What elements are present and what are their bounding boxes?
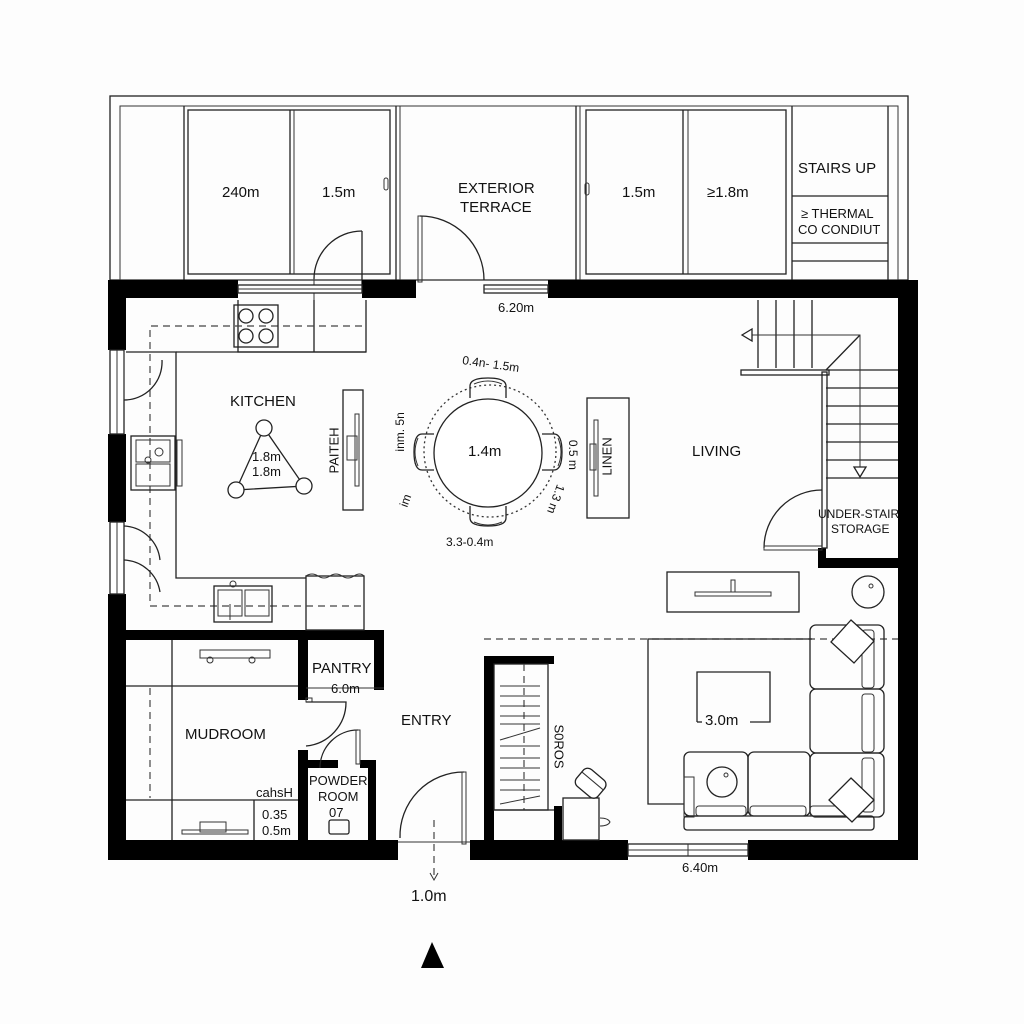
prep-sink-icon: [130, 435, 183, 491]
terrace-panel-4-dim: ≥1.8m: [707, 184, 749, 201]
dining-clearance-bottom: 3.3-0.4m: [446, 535, 494, 549]
triangle-dim-2: 1.8m: [252, 464, 281, 479]
powder-room-line2: ROOM: [318, 789, 359, 804]
dining-table: [413, 377, 563, 527]
mudroom-label: MUDROOM: [185, 726, 266, 743]
powder-room-sink-icon: [328, 819, 350, 835]
interior-walls: [126, 548, 898, 840]
linen-label: LINEN: [599, 437, 615, 476]
powder-room-door: [319, 729, 361, 769]
pantry-door: [305, 687, 384, 747]
mudroom-dim-2: 0.5m: [262, 823, 291, 838]
rug-dim: 3.0m: [705, 712, 739, 729]
powder-room-line1: POWDER: [309, 773, 368, 788]
cooktop-icon: [233, 304, 279, 348]
powder-room-number: 07: [329, 805, 344, 820]
triangle-dim-1: 1.8m: [252, 449, 281, 464]
kitchen-label: KITCHEN: [230, 393, 296, 410]
closet-label: S0ROS: [551, 724, 567, 769]
work-triangle: [227, 419, 313, 499]
tv-console: [666, 571, 800, 613]
sectional-sofa: [683, 619, 885, 831]
pantry-dim: 6.0m: [331, 681, 360, 696]
pantry-cabinet: [342, 389, 364, 511]
under-stair-door: [763, 489, 823, 551]
terrace-panel-1-dim: 240m: [222, 184, 260, 201]
entry-door-dim: 1.0m: [411, 888, 447, 905]
dining-clearance-right: 0.5 m: [565, 439, 580, 470]
terrace-panel-2-dim: 1.5m: [322, 184, 356, 201]
entry-label: ENTRY: [401, 712, 452, 729]
entry-door: [398, 771, 470, 882]
thermal-label-line1: ≥ THERMAL: [801, 206, 874, 221]
top-opening-dim: 6.20m: [498, 300, 535, 315]
kitchen-counters: [126, 300, 367, 631]
north-arrow-icon: [421, 942, 444, 968]
pantry-label: PANTRY: [312, 660, 372, 677]
terrace-door-center: [417, 215, 485, 283]
under-stair-line1: UNDER-STAIR: [818, 507, 900, 521]
mudroom-cabinet-label: cahsH: [256, 785, 293, 800]
bottom-window-dim: 6.40m: [682, 860, 719, 875]
exterior-walls: [108, 280, 918, 860]
linen-cabinet: [586, 397, 630, 519]
dining-clearance-left: inm. 5n: [393, 412, 408, 452]
thermal-label-line2: CO CONDIUT: [798, 222, 881, 237]
mudroom-built-ins: [126, 640, 298, 840]
terrace-label-line2: TERRACE: [460, 199, 532, 216]
terrace-frame: [109, 95, 909, 281]
living-label: LIVING: [692, 443, 742, 460]
double-sink-icon: [213, 580, 273, 623]
mudroom-dim-1: 0.35: [262, 807, 288, 822]
staircase: [740, 300, 898, 549]
kitchen-side-door-top: [123, 352, 163, 401]
coat-closet: [493, 663, 554, 811]
stairs-up-label: STAIRS UP: [798, 160, 877, 177]
table-dim: 1.4m: [468, 443, 502, 460]
kitchen-side-door-bottom: [123, 525, 161, 593]
desk-chair: [562, 767, 611, 841]
terrace-panel-3-dim: 1.5m: [622, 184, 656, 201]
side-table-icon: [851, 575, 885, 609]
coffee-table: [696, 671, 771, 723]
pantry-cabinet-label: PAITEH: [326, 427, 342, 474]
under-stair-line2: STORAGE: [831, 522, 890, 536]
area-rug: [647, 638, 812, 805]
terrace-label-line1: EXTERIOR: [458, 180, 535, 197]
